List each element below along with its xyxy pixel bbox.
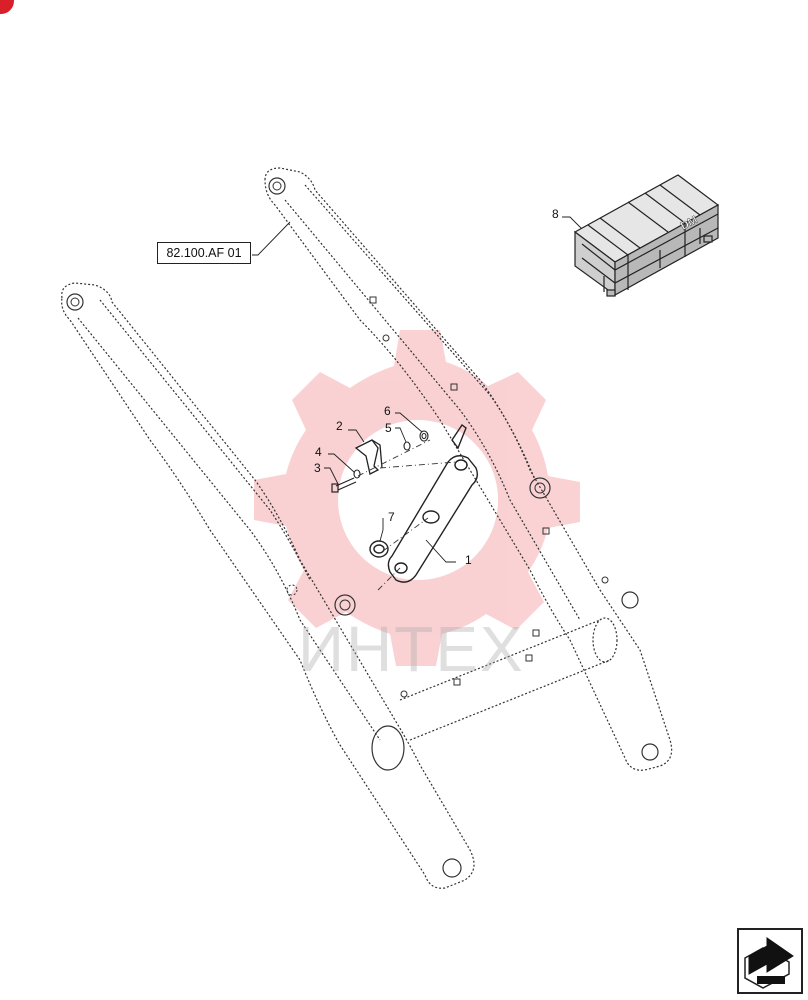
next-page-arrow-icon[interactable] xyxy=(737,928,803,994)
callout-1: 1 xyxy=(465,553,472,567)
part-7-bushing xyxy=(369,540,389,558)
watermark-text: ИНТЕХ xyxy=(298,613,525,685)
cross-tube-end xyxy=(371,725,405,771)
part-1-link-bar xyxy=(387,423,479,583)
callout-3: 3 xyxy=(314,461,321,475)
part-5-washer xyxy=(403,441,411,451)
right-arm-top-pin xyxy=(268,177,286,195)
callout-5: 5 xyxy=(385,421,392,435)
leader-lines xyxy=(252,216,586,563)
part-6-nut xyxy=(419,430,429,442)
left-arm-top-pin-inner xyxy=(70,297,80,307)
grease-fittings xyxy=(369,296,609,698)
callout-8: 8 xyxy=(552,207,559,221)
part-4-washer xyxy=(353,469,361,479)
left-arm-top-pin xyxy=(66,293,84,311)
right-arm-top-pin-inner xyxy=(272,181,282,191)
part-3-bolt xyxy=(331,477,357,493)
reference-label[interactable]: 82.100.AF 01 xyxy=(157,242,251,264)
part-2-bracket xyxy=(354,439,383,475)
part-8-crate xyxy=(573,174,720,297)
right-arm-mid-pin-inner xyxy=(534,482,546,494)
right-arm-bottom-pin xyxy=(641,743,659,761)
callout-2: 2 xyxy=(336,419,343,433)
cross-tube xyxy=(399,617,618,741)
right-boom-arm xyxy=(264,167,673,771)
left-boom-arm xyxy=(61,282,475,889)
left-arm-bottom-pin xyxy=(442,858,462,878)
callout-6: 6 xyxy=(384,404,391,418)
left-arm-mid-pin-inner xyxy=(339,599,351,611)
left-arm-mid-pin xyxy=(334,594,356,616)
callout-7: 7 xyxy=(388,510,395,524)
left-bracket-hole xyxy=(286,584,298,596)
callout-4: 4 xyxy=(315,445,322,459)
right-bracket-pin xyxy=(621,591,639,609)
watermark-gear-icon xyxy=(254,330,580,666)
assembly-lines xyxy=(357,439,457,591)
right-arm-mid-pin xyxy=(529,477,551,499)
